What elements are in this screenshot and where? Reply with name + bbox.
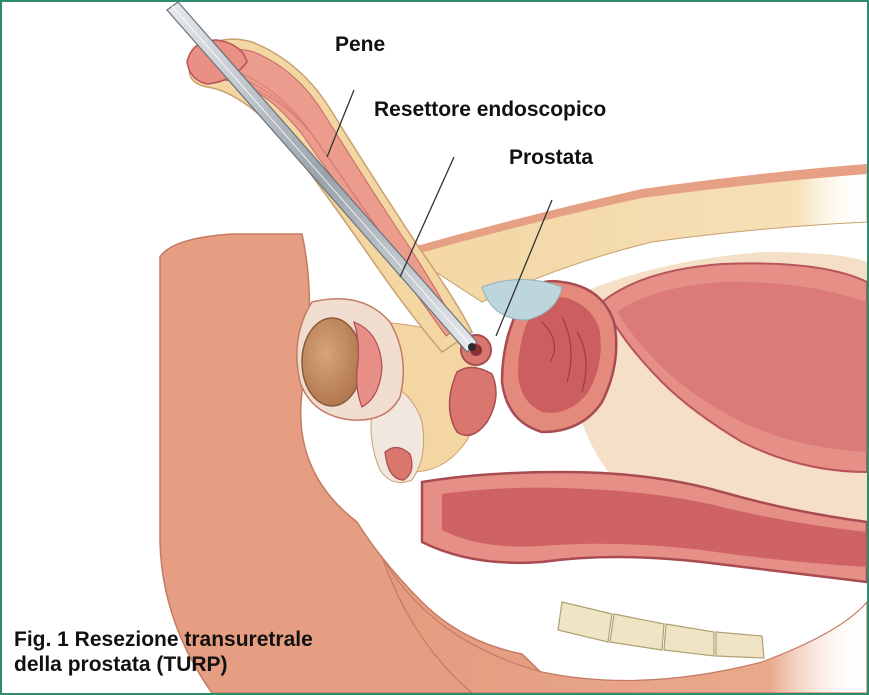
sacrum: [558, 602, 764, 658]
caption-line-2: della prostata (TURP): [14, 652, 414, 677]
testis: [302, 318, 362, 406]
label-penis: Pene: [335, 33, 385, 57]
label-prostate: Prostata: [509, 146, 593, 170]
figure-caption: Fig. 1 Resezione transuretrale della pro…: [14, 627, 414, 677]
label-resectoscope: Resettore endoscopico: [374, 98, 606, 122]
caption-line-1: Fig. 1 Resezione transuretrale: [14, 627, 414, 652]
